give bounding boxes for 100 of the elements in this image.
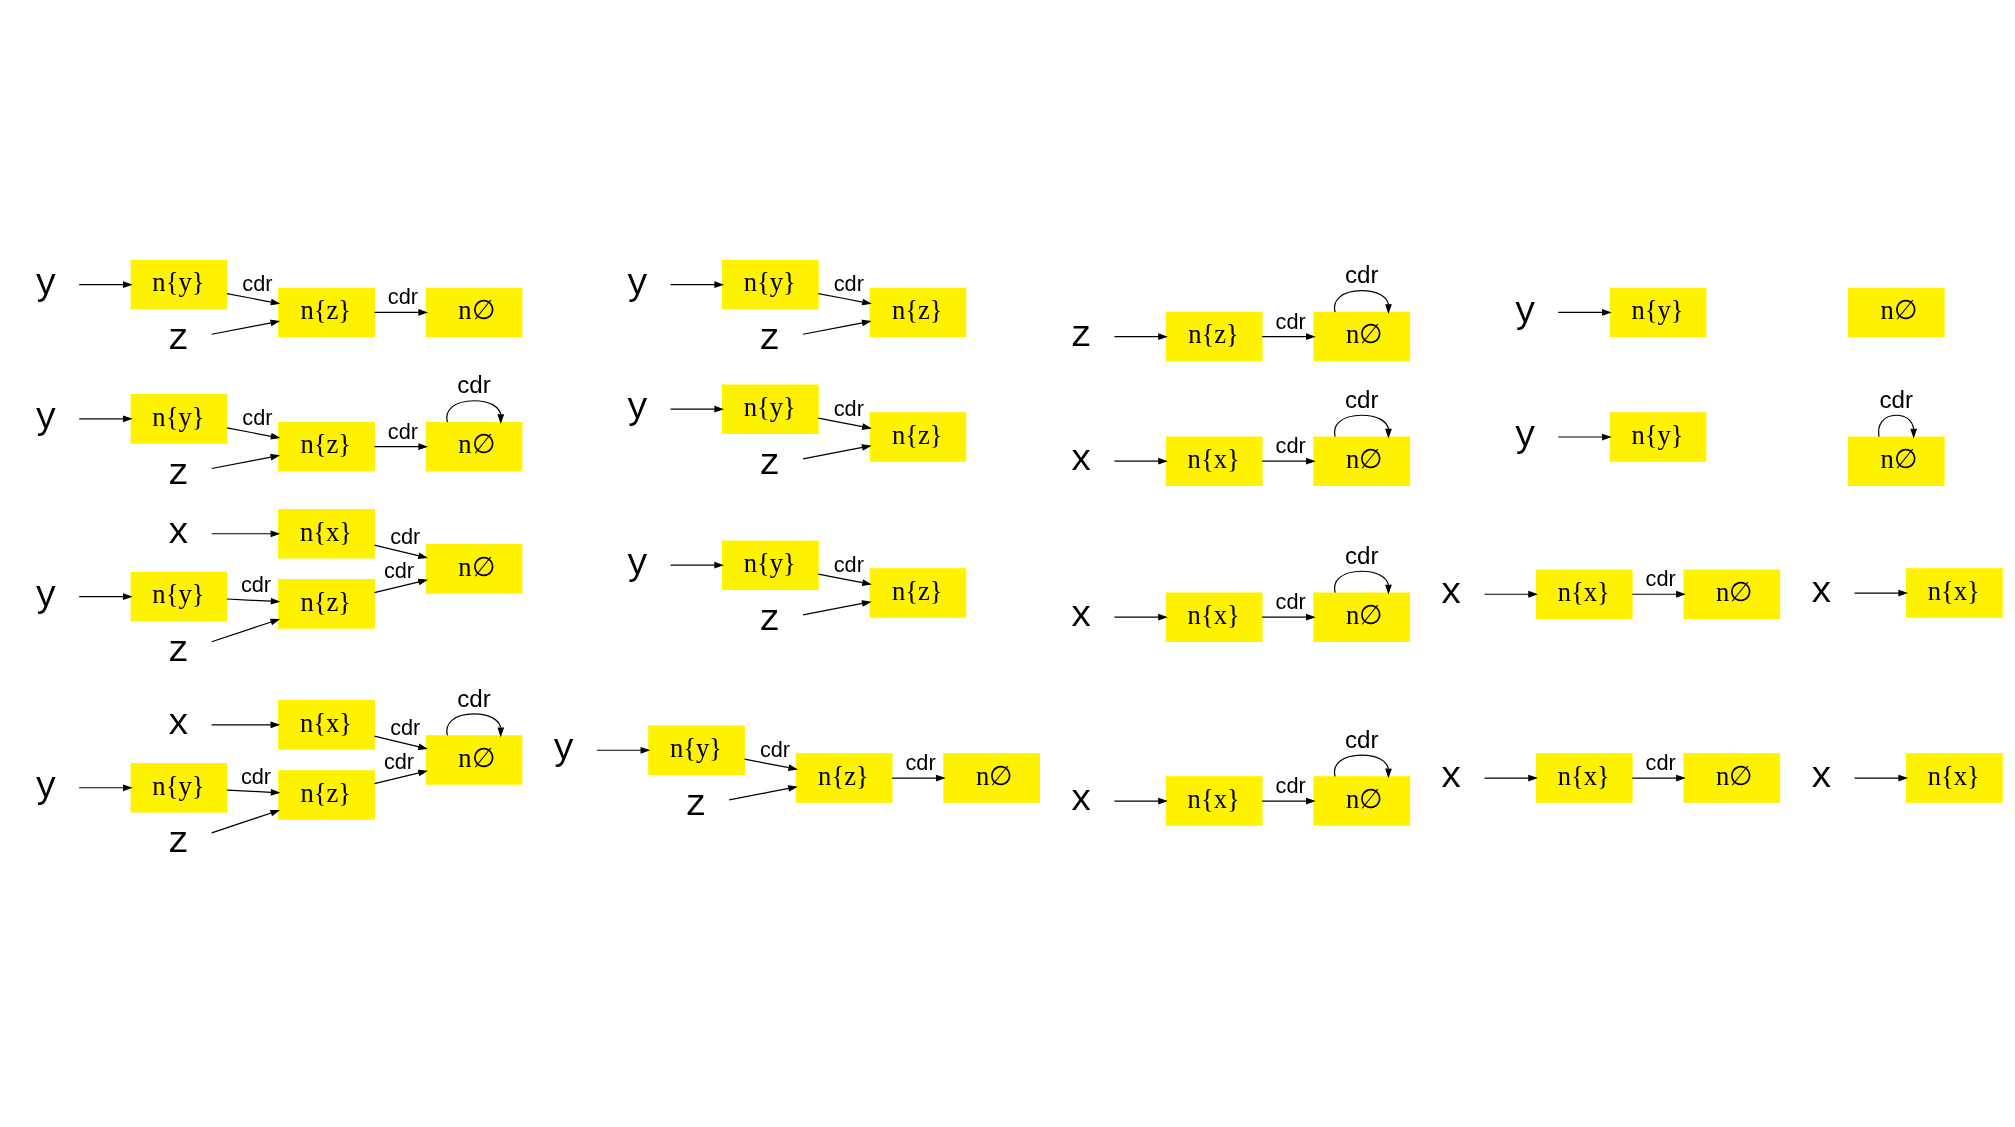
node-box: n{x} <box>1535 568 1633 619</box>
arrow <box>225 292 280 305</box>
node-box: n{z} <box>277 578 375 629</box>
node-box: n{y} <box>721 259 819 309</box>
node-text: z <box>758 599 781 641</box>
edge-label: cdr <box>241 270 272 296</box>
node-box: n{y} <box>721 383 819 434</box>
node-box: n{z} <box>277 421 375 471</box>
node-text: y <box>1513 415 1536 457</box>
arrow <box>817 573 872 586</box>
edge-label: cdr <box>456 684 491 712</box>
edge-label: cdr <box>1344 725 1379 753</box>
node-box: n{x} <box>1905 752 2003 803</box>
arrow <box>669 561 724 569</box>
arrow <box>225 788 280 796</box>
arrow <box>225 426 280 440</box>
edge-label: cdr <box>456 370 491 398</box>
arrow <box>225 597 280 605</box>
node-box: n{z} <box>869 411 966 462</box>
node-box: n{z} <box>795 752 892 803</box>
arrow <box>373 735 428 750</box>
arrow <box>817 417 872 430</box>
node-box: n∅ <box>1312 591 1410 642</box>
arrow <box>1113 457 1168 465</box>
arrow <box>1877 414 1917 438</box>
arrow <box>1113 613 1168 621</box>
edge-label: cdr <box>1275 588 1306 614</box>
node-box: n{x} <box>1165 435 1263 486</box>
arrow <box>743 758 798 771</box>
edge-label: cdr <box>833 270 864 296</box>
node-box: n{y} <box>721 539 819 590</box>
arrow <box>1261 613 1316 621</box>
arrow <box>801 443 872 459</box>
node-box: n{z} <box>1165 311 1263 361</box>
node-text: z <box>166 821 189 863</box>
node-box: n∅ <box>1312 311 1410 361</box>
arrow <box>373 769 428 784</box>
node-box: n{y} <box>647 724 745 775</box>
arrow <box>373 578 428 593</box>
arrow <box>78 783 133 791</box>
node-text: z <box>1069 315 1092 357</box>
arrow <box>78 414 133 422</box>
arrow <box>890 774 946 781</box>
edge-label: cdr <box>387 418 418 444</box>
node-text: y <box>625 543 648 585</box>
node-box: n{z} <box>869 567 966 618</box>
node-text: z <box>758 318 781 360</box>
node-box: n{z} <box>869 287 966 337</box>
node-box: n{x} <box>277 508 375 559</box>
node-box: n{x} <box>277 699 375 750</box>
edge-label: cdr <box>833 395 864 421</box>
arrow <box>669 280 724 288</box>
node-text: x <box>1069 779 1092 821</box>
node-box: n{x} <box>1535 752 1633 803</box>
edge-label: cdr <box>383 748 414 774</box>
edge-label: cdr <box>1344 260 1379 288</box>
node-box: n∅ <box>1682 752 1780 803</box>
node-text: z <box>166 318 189 360</box>
node-box: n{z} <box>277 769 375 820</box>
arrow <box>373 308 428 316</box>
arrow <box>817 292 872 305</box>
node-text: x <box>1069 439 1092 481</box>
edge-label: cdr <box>240 763 271 789</box>
arrow <box>1261 457 1316 465</box>
node-box: n∅ <box>942 752 1040 803</box>
arrow <box>1113 797 1168 804</box>
node-box: n{y} <box>1609 287 1706 337</box>
arrow <box>1631 590 1686 598</box>
arrow <box>445 399 504 424</box>
edge-label: cdr <box>833 551 864 577</box>
node-box: n∅ <box>1682 568 1780 619</box>
edge-label: cdr <box>1645 749 1676 775</box>
arrow <box>1333 414 1392 438</box>
edge-label: cdr <box>1275 772 1306 798</box>
arrow <box>373 543 428 559</box>
node-text: y <box>34 263 57 305</box>
node-text: y <box>625 387 648 429</box>
node-box: n∅ <box>425 543 522 594</box>
edge-label: cdr <box>1275 308 1306 334</box>
node-text: y <box>552 728 574 770</box>
arrow <box>1483 774 1538 781</box>
edge-label: cdr <box>759 736 790 762</box>
arrow <box>801 319 872 335</box>
node-box: n∅ <box>425 287 522 337</box>
node-text: x <box>1809 756 1832 798</box>
edge-label: cdr <box>240 571 271 597</box>
arrow <box>210 618 280 642</box>
arrow <box>373 442 428 450</box>
edge-label: cdr <box>1879 385 1913 413</box>
arrow <box>801 599 872 615</box>
node-text: z <box>684 784 707 826</box>
node-text: y <box>625 263 648 305</box>
node-box: n∅ <box>1847 435 1945 486</box>
node-text: z <box>166 630 189 672</box>
arrow <box>1261 332 1316 340</box>
node-box: n∅ <box>1847 287 1945 337</box>
node-box: n{y} <box>130 762 227 813</box>
arrow <box>1483 590 1538 598</box>
arrow <box>210 720 280 728</box>
edge-label: cdr <box>383 557 414 583</box>
